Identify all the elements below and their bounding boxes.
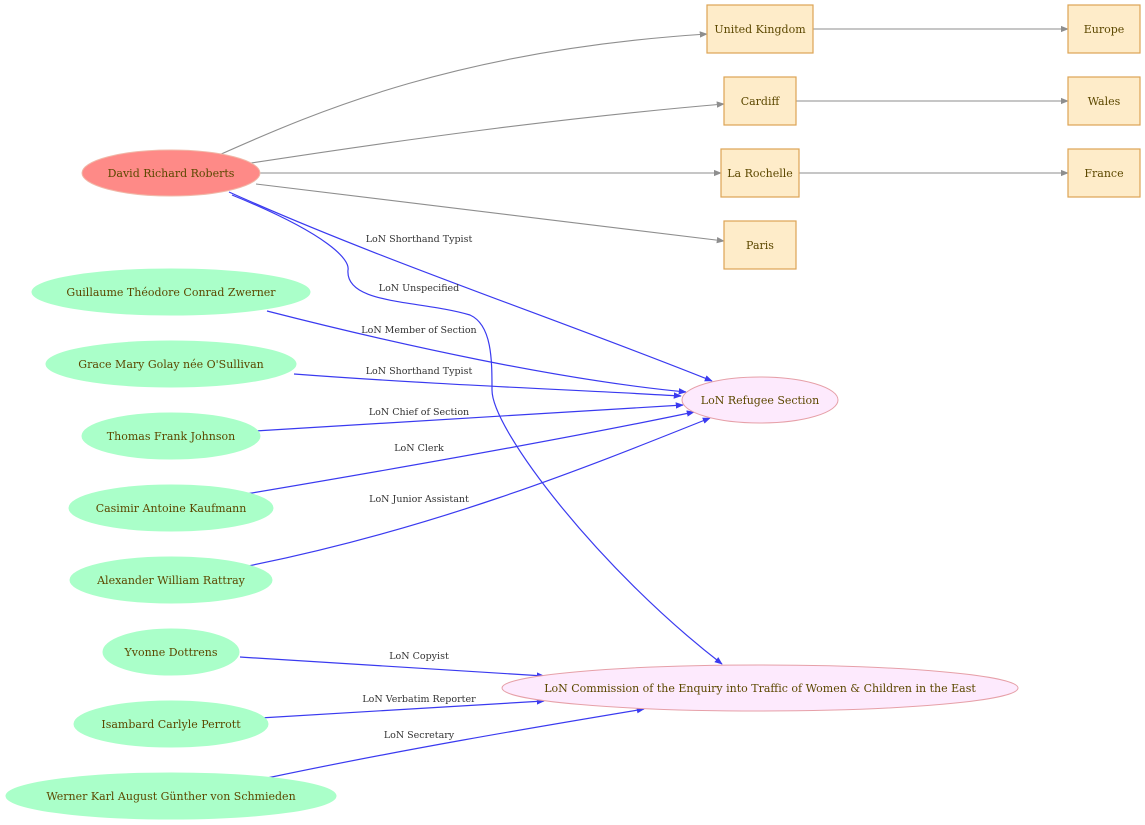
edge-dottrens-commission xyxy=(239,656,545,679)
node-united-kingdom[interactable]: United Kingdom xyxy=(706,4,814,54)
node-label: LoN Refugee Section xyxy=(701,394,819,407)
edge-label-perrott-commission: LoN Verbatim Reporter xyxy=(362,694,476,705)
node-label: Europe xyxy=(1084,23,1125,36)
node-label: Casimir Antoine Kaufmann xyxy=(96,502,247,515)
node-label: Yvonne Dottrens xyxy=(123,646,217,659)
node-grace-golay[interactable]: Grace Mary Golay née O'Sullivan xyxy=(45,340,297,388)
node-label: Cardiff xyxy=(741,95,781,108)
edge-label-kaufmann-refugee: LoN Clerk xyxy=(394,443,444,454)
edge-perrott-commission xyxy=(259,698,545,719)
node-label: Thomas Frank Johnson xyxy=(107,430,235,443)
node-thomas-johnson[interactable]: Thomas Frank Johnson xyxy=(81,412,261,460)
node-alexander-rattray[interactable]: Alexander William Rattray xyxy=(69,556,273,604)
edge-schmieden-commission xyxy=(266,707,645,779)
node-label: Isambard Carlyle Perrott xyxy=(101,718,241,731)
edge-golay-refugee xyxy=(293,373,682,399)
node-david-richard-roberts[interactable]: David Richard Roberts xyxy=(81,149,261,197)
node-guillaume-zwerner[interactable]: Guillaume Théodore Conrad Zwerner xyxy=(31,268,311,316)
edge-label-golay-refugee: LoN Shorthand Typist xyxy=(366,366,473,377)
edge-kaufmann-refugee xyxy=(245,410,695,495)
node-label: David Richard Roberts xyxy=(108,167,235,180)
node-lon-commission-enquiry[interactable]: LoN Commission of the Enquiry into Traff… xyxy=(501,664,1019,712)
edge-johnson-refugee xyxy=(254,402,684,432)
edge-david-uk xyxy=(218,31,708,156)
node-label: France xyxy=(1084,167,1123,180)
node-europe[interactable]: Europe xyxy=(1067,4,1141,54)
edge-label-johnson-refugee: LoN Chief of Section xyxy=(369,407,469,418)
node-france[interactable]: France xyxy=(1067,148,1141,198)
edge-label-david-refugee: LoN Shorthand Typist xyxy=(366,234,473,245)
edge-rattray-refugee xyxy=(242,417,711,568)
node-label: La Rochelle xyxy=(727,167,793,180)
edge-label-david-commission: LoN Unspecified xyxy=(379,283,459,294)
edge-label-rattray-refugee: LoN Junior Assistant xyxy=(369,494,469,505)
node-label: LoN Commission of the Enquiry into Traff… xyxy=(544,682,976,695)
node-label: United Kingdom xyxy=(714,23,806,36)
node-paris[interactable]: Paris xyxy=(723,220,797,270)
node-wales[interactable]: Wales xyxy=(1067,76,1141,126)
node-label: Grace Mary Golay née O'Sullivan xyxy=(78,358,263,371)
node-lon-refugee-section[interactable]: LoN Refugee Section xyxy=(681,376,839,424)
node-label: Guillaume Théodore Conrad Zwerner xyxy=(66,286,276,299)
edge-zwerner-refugee xyxy=(266,310,687,395)
node-isambard-perrott[interactable]: Isambard Carlyle Perrott xyxy=(73,700,269,748)
node-cardiff[interactable]: Cardiff xyxy=(723,76,797,126)
node-casimir-kaufmann[interactable]: Casimir Antoine Kaufmann xyxy=(68,484,274,532)
edge-label-dottrens-commission: LoN Copyist xyxy=(389,651,449,662)
node-label: Wales xyxy=(1088,95,1121,108)
edge-david-paris xyxy=(255,183,725,244)
node-yvonne-dottrens[interactable]: Yvonne Dottrens xyxy=(102,628,240,676)
node-label: Werner Karl August Günther von Schmieden xyxy=(46,790,295,803)
node-label: Paris xyxy=(746,239,774,252)
edge-david-commission xyxy=(231,194,723,665)
edge-david-cardiff xyxy=(244,101,725,165)
node-label: Alexander William Rattray xyxy=(96,574,246,587)
node-werner-von-schmieden[interactable]: Werner Karl August Günther von Schmieden xyxy=(5,772,337,820)
edge-label-schmieden-commission: LoN Secretary xyxy=(384,730,455,741)
edge-label-zwerner-refugee: LoN Member of Section xyxy=(361,325,476,336)
edge-david-refugee xyxy=(228,191,713,382)
node-la-rochelle[interactable]: La Rochelle xyxy=(720,148,800,198)
